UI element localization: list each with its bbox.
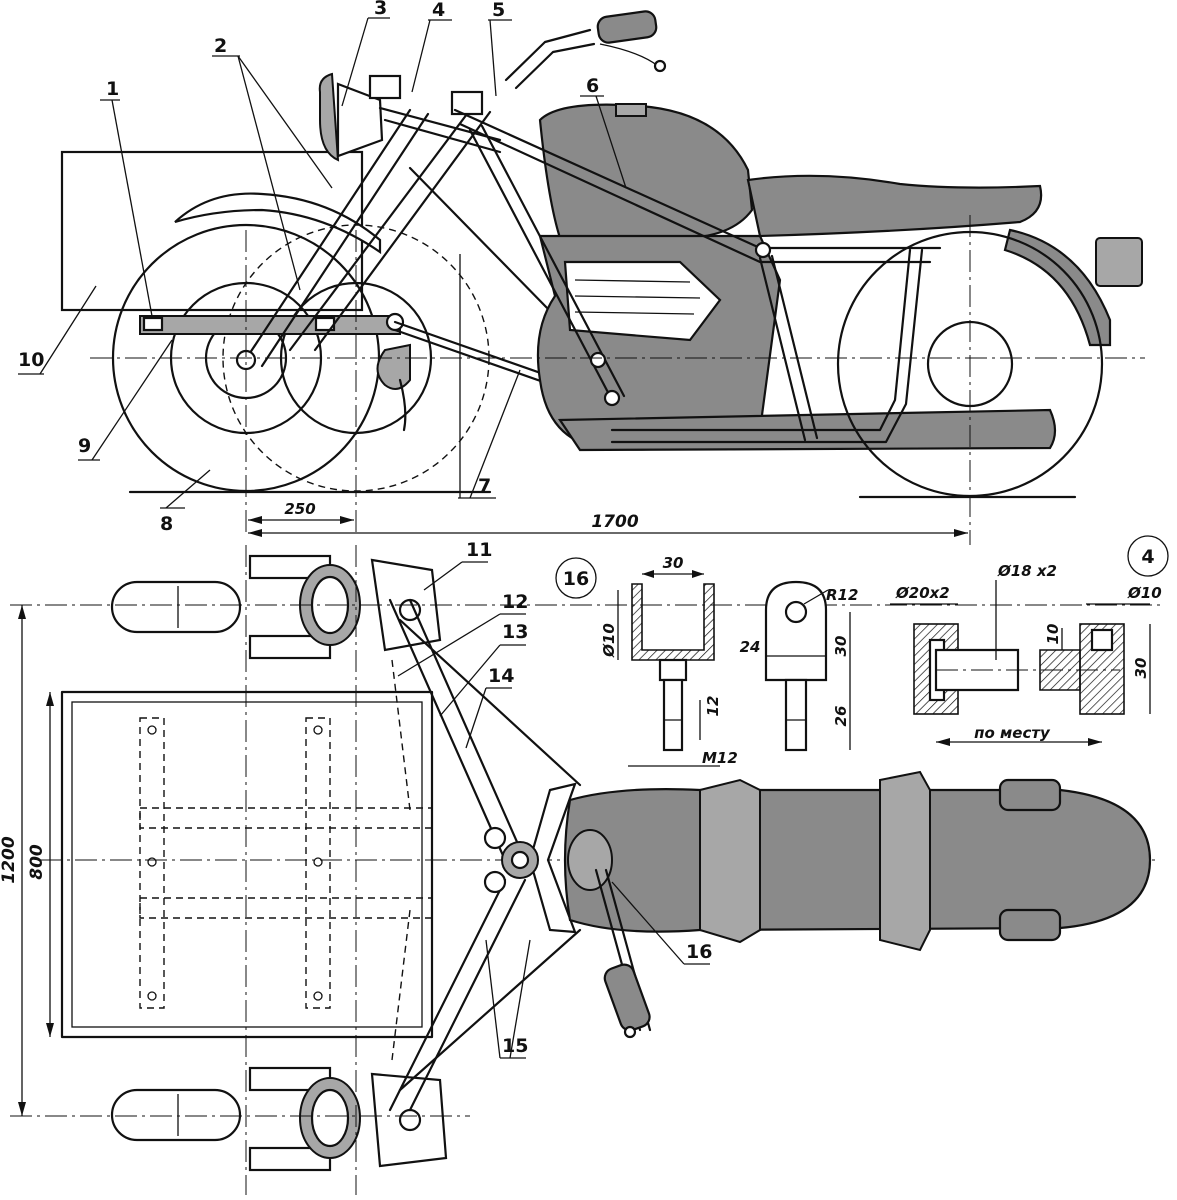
detail16-tag: 16 (563, 568, 589, 590)
callout-9: 9 (78, 435, 91, 457)
callout-6: 6 (586, 75, 599, 97)
callout-1: 1 (106, 78, 119, 100)
cargo-platform-top (60, 690, 434, 1039)
cargo-box-side (60, 150, 364, 312)
detail4-hole: Ø10 (1127, 584, 1162, 602)
front-wheel-top-upper (110, 554, 442, 660)
callout-12: 12 (502, 591, 528, 613)
motorcycle-body-top (563, 788, 1152, 933)
callout-3: 3 (374, 0, 387, 19)
fuel-tank (538, 103, 754, 240)
callout-8: 8 (160, 513, 173, 535)
detail16-thread: M12 (702, 749, 738, 767)
detail4-tag: 4 (1141, 546, 1154, 568)
front-wheel-top-lower (110, 1066, 448, 1172)
callout-15: 15 (502, 1035, 528, 1057)
detail4-height: 30 (1132, 658, 1150, 679)
callouts: 1 2 3 4 5 6 7 8 9 1 (18, 0, 712, 1059)
callout-2: 2 (214, 35, 227, 57)
detail16-radius: R12 (826, 586, 858, 604)
side-view: 250 1700 (60, 10, 1145, 545)
callout-14: 14 (488, 665, 514, 687)
detail16-shank-length: 26 (832, 706, 850, 727)
dim-wheelbase: 1700 (591, 512, 638, 532)
detail16-pin-diameter: Ø10 (600, 623, 618, 658)
detail16-inner-width: 30 (663, 554, 684, 572)
detail4-offset: 10 (1044, 624, 1062, 645)
callout-16: 16 (686, 941, 712, 963)
detail-16: 16 30 Ø10 12 M12 R12 24 30 26 (555, 554, 858, 767)
detail4-tube-large: Ø20x2 (895, 584, 950, 602)
callout-13: 13 (502, 621, 528, 643)
dim-platform-width: 800 (27, 844, 47, 880)
detail16-plate-height: 30 (832, 636, 850, 657)
detail16-thread-length: 12 (704, 696, 722, 717)
detail-4: 4 Ø20x2 Ø18 x2 Ø10 10 30 по месту (890, 535, 1169, 746)
dim-track-width: 1200 (0, 836, 19, 883)
callout-10: 10 (18, 349, 44, 371)
seat (746, 174, 1043, 238)
detail4-tube-small: Ø18 x2 (997, 562, 1057, 580)
callout-11: 11 (466, 539, 492, 561)
top-view: 1200 800 (0, 545, 1160, 1195)
detail16-plate-width: 24 (740, 638, 761, 656)
callout-7: 7 (478, 475, 491, 497)
callout-5: 5 (492, 0, 505, 21)
callout-4: 4 (432, 0, 445, 21)
detail4-length-note: по месту (974, 724, 1051, 742)
dim-front-offset: 250 (284, 500, 315, 518)
